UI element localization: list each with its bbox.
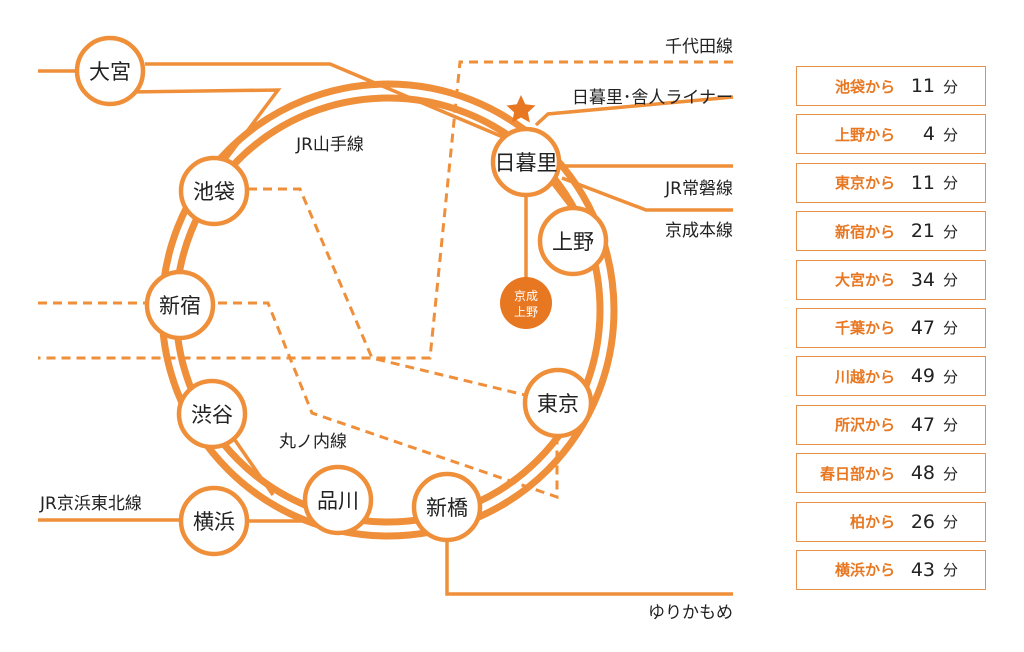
minutes-value: 21	[910, 220, 935, 243]
minutes-unit: 分	[943, 125, 959, 144]
minutes-unit: 分	[943, 513, 959, 532]
dashed-ikebukuro-tokyo	[248, 187, 526, 397]
dashed-shinjuku-marunouchi	[38, 301, 559, 500]
label-nippori-toneri: 日暮里･舎人ライナー	[572, 88, 733, 108]
minutes-value: 26	[910, 510, 935, 533]
origin-label: 池袋から	[834, 77, 895, 96]
time-row: 新宿から 21 分	[796, 211, 986, 252]
time-row: 大宮から 34 分	[796, 259, 986, 300]
station-nippori[interactable]: 日暮里	[490, 126, 562, 198]
station-ueno[interactable]: 上野	[537, 205, 609, 277]
shibuya-to-shinagawa-line	[226, 429, 275, 496]
travel-time-list: 池袋から 11 分 上野から 4 分 東京から 11 分 新宿から 21 分 大…	[796, 66, 986, 598]
origin-label: 横浜から	[834, 561, 895, 580]
label-joban: JR常磐線	[664, 179, 733, 199]
station-tokyo[interactable]: 東京	[522, 367, 594, 439]
origin-label: 大宮から	[834, 271, 895, 290]
station-name: 品川	[317, 489, 359, 513]
time-row: 横浜から 43 分	[796, 549, 986, 590]
label-yamanote: JR山手線	[295, 135, 364, 155]
label-yurikamome: ゆりかもめ	[648, 603, 733, 623]
time-row: 池袋から 11 分	[796, 66, 986, 106]
station-name: 渋谷	[191, 403, 233, 427]
minutes-value: 48	[910, 462, 935, 485]
solid-lines	[38, 62, 734, 596]
station-ikebukuro[interactable]: 池袋	[178, 155, 250, 227]
origin-label: 所沢から	[834, 416, 895, 435]
station-name: 新橋	[426, 496, 468, 520]
origin-label: 春日部から	[819, 464, 895, 483]
label-chiyoda: 千代田線	[665, 37, 733, 57]
station-yokohama[interactable]: 横浜	[178, 485, 250, 557]
station-omiya[interactable]: 大宮	[74, 35, 146, 107]
station-shibuya[interactable]: 渋谷	[176, 378, 248, 450]
omiya-to-nippori-line	[145, 62, 511, 142]
station-shinbashi[interactable]: 新橋	[411, 471, 483, 543]
star-icon	[506, 95, 536, 123]
label-marunouchi: 丸ノ内線	[279, 432, 347, 452]
minutes-value: 34	[910, 268, 935, 291]
time-row: 千葉から 47 分	[796, 307, 986, 348]
yurikamome-line	[445, 540, 733, 596]
station-name: 日暮里	[495, 151, 558, 175]
station-name-line2: 上野	[514, 305, 538, 319]
label-keihin-tohoku: JR京浜東北線	[39, 494, 142, 514]
time-row: 上野から 4 分	[796, 114, 986, 155]
minutes-unit: 分	[943, 271, 959, 290]
station-shinjuku[interactable]: 新宿	[144, 269, 216, 341]
minutes-value: 47	[910, 413, 935, 436]
nippori-to-ueno-line	[548, 178, 575, 212]
minutes-unit: 分	[943, 222, 959, 241]
minutes-value: 49	[910, 365, 935, 388]
minutes-unit: 分	[943, 464, 959, 483]
omiya-to-ikebukuro-line	[127, 88, 282, 164]
station-name: 新宿	[159, 294, 201, 318]
time-row: 所沢から 47 分	[796, 404, 986, 445]
dashed-lines	[38, 60, 733, 500]
minutes-unit: 分	[943, 174, 959, 193]
origin-label: 東京から	[834, 174, 895, 193]
origin-label: 川越から	[834, 367, 895, 386]
time-row: 川越から 49 分	[796, 356, 986, 397]
minutes-unit: 分	[943, 367, 959, 386]
origin-label: 柏から	[849, 513, 895, 532]
nippori-toneri-line	[534, 95, 734, 127]
label-keisei: 京成本線	[665, 221, 733, 241]
station-name-line1: 京成	[514, 289, 538, 303]
station-name: 池袋	[193, 180, 235, 204]
minutes-unit: 分	[943, 319, 959, 338]
origin-label: 千葉から	[834, 319, 895, 338]
origin-label: 上野から	[834, 125, 895, 144]
time-row: 春日部から 48 分	[796, 453, 986, 494]
minutes-unit: 分	[943, 77, 959, 96]
station-name: 東京	[537, 392, 579, 416]
station-name: 上野	[552, 230, 594, 254]
station-name: 横浜	[193, 510, 235, 534]
minutes-unit: 分	[943, 561, 959, 580]
station-keisei-ueno[interactable]: 京成 上野	[500, 277, 552, 329]
time-row: 東京から 11 分	[796, 162, 986, 203]
origin-label: 新宿から	[834, 222, 895, 241]
chiyoda-line	[38, 60, 733, 360]
minutes-unit: 分	[943, 416, 959, 435]
minutes-value: 43	[910, 558, 935, 581]
minutes-value: 4	[922, 123, 935, 146]
keisei-main-line	[561, 176, 733, 212]
station-name: 大宮	[89, 60, 131, 84]
minutes-value: 11	[910, 171, 935, 194]
minutes-value: 47	[910, 316, 935, 339]
minutes-value: 11	[910, 75, 935, 97]
station-shinagawa[interactable]: 品川	[302, 464, 374, 536]
time-row: 柏から 26 分	[796, 501, 986, 542]
